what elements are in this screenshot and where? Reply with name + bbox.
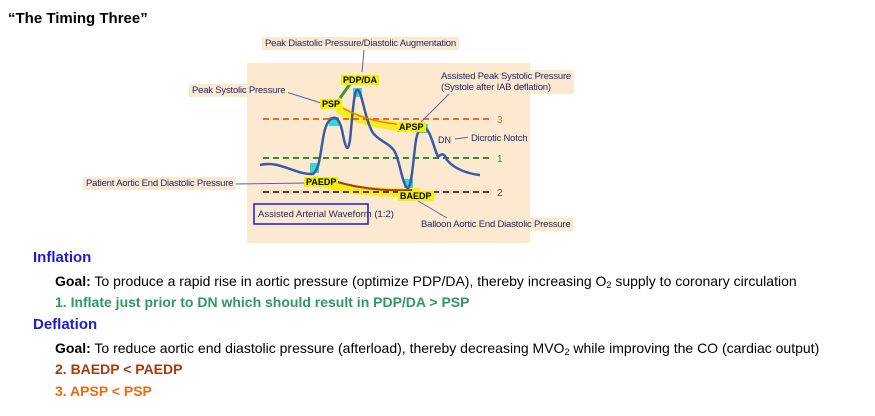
goal-text: supply to coronary circulation <box>611 273 797 289</box>
waveform-box-label: Assisted Arterial Waveform (1:2) <box>258 209 394 220</box>
label-pdp-da-full: Peak Diastolic Pressure/Diastolic Augmen… <box>262 37 459 50</box>
label-dn-full: Dicrotic Notch <box>468 132 531 145</box>
slide-title: “The Timing Three” <box>8 10 148 27</box>
marker-paedp <box>310 163 319 173</box>
arrow-baedp-to-paedp <box>333 180 413 192</box>
marker-label-baedp: BAEDP <box>398 191 434 201</box>
marker-label-paedp: PAEDP <box>304 177 339 187</box>
label-apsp-line1: Assisted Peak Systolic Pressure <box>441 71 572 82</box>
deflation-goal: Goal: To reduce aortic end diastolic pre… <box>55 340 819 357</box>
goal-text: To reduce aortic end diastolic pressure … <box>90 340 565 356</box>
arterial-waveform <box>259 88 481 190</box>
label-psp-full: Peak Systolic Pressure <box>189 84 289 97</box>
label-paedp-full: Patient Aortic End Diastolic Pressure <box>83 177 237 190</box>
marker-psp <box>329 117 339 126</box>
goal-text: To produce a rapid rise in aortic pressu… <box>90 273 607 289</box>
goal-label: Goal: <box>55 273 91 289</box>
line-number-1: 1 <box>497 154 503 165</box>
subscript: 2 <box>564 347 570 357</box>
line-number-3: 3 <box>497 115 503 126</box>
marker-label-psp: PSP <box>320 99 343 109</box>
label-baedp-full: Balloon Aortic End Diastolic Pressure <box>418 218 574 231</box>
rule-1: 1. Inflate just prior to DN which should… <box>55 294 470 310</box>
marker-label-pdp-da: PDP/DA <box>341 75 380 85</box>
marker-label-dn: DN <box>438 135 451 145</box>
inflation-goal: Goal: To produce a rapid rise in aortic … <box>55 273 797 290</box>
goal-text: while improving the CO (cardiac output) <box>569 340 820 356</box>
line-number-2: 2 <box>497 188 503 199</box>
marker-baedp <box>404 179 413 188</box>
goal-label: Goal: <box>55 340 91 356</box>
inflation-heading: Inflation <box>33 249 92 266</box>
deflation-heading: Deflation <box>33 316 98 333</box>
rule-3: 3. APSP < PSP <box>55 383 152 399</box>
label-apsp-line2: (Systole after IAB deflation) <box>441 82 551 93</box>
arrow-pdp-to-psp <box>338 83 352 99</box>
marker-pdp <box>353 88 362 97</box>
rule-2: 2. BAEDP < PAEDP <box>55 361 183 377</box>
waveform-box-border <box>253 203 369 225</box>
label-apsp-full: Assisted Peak Systolic Pressure (Systole… <box>438 70 575 94</box>
marker-label-apsp: APSP <box>397 122 426 132</box>
subscript: 2 <box>606 280 612 290</box>
